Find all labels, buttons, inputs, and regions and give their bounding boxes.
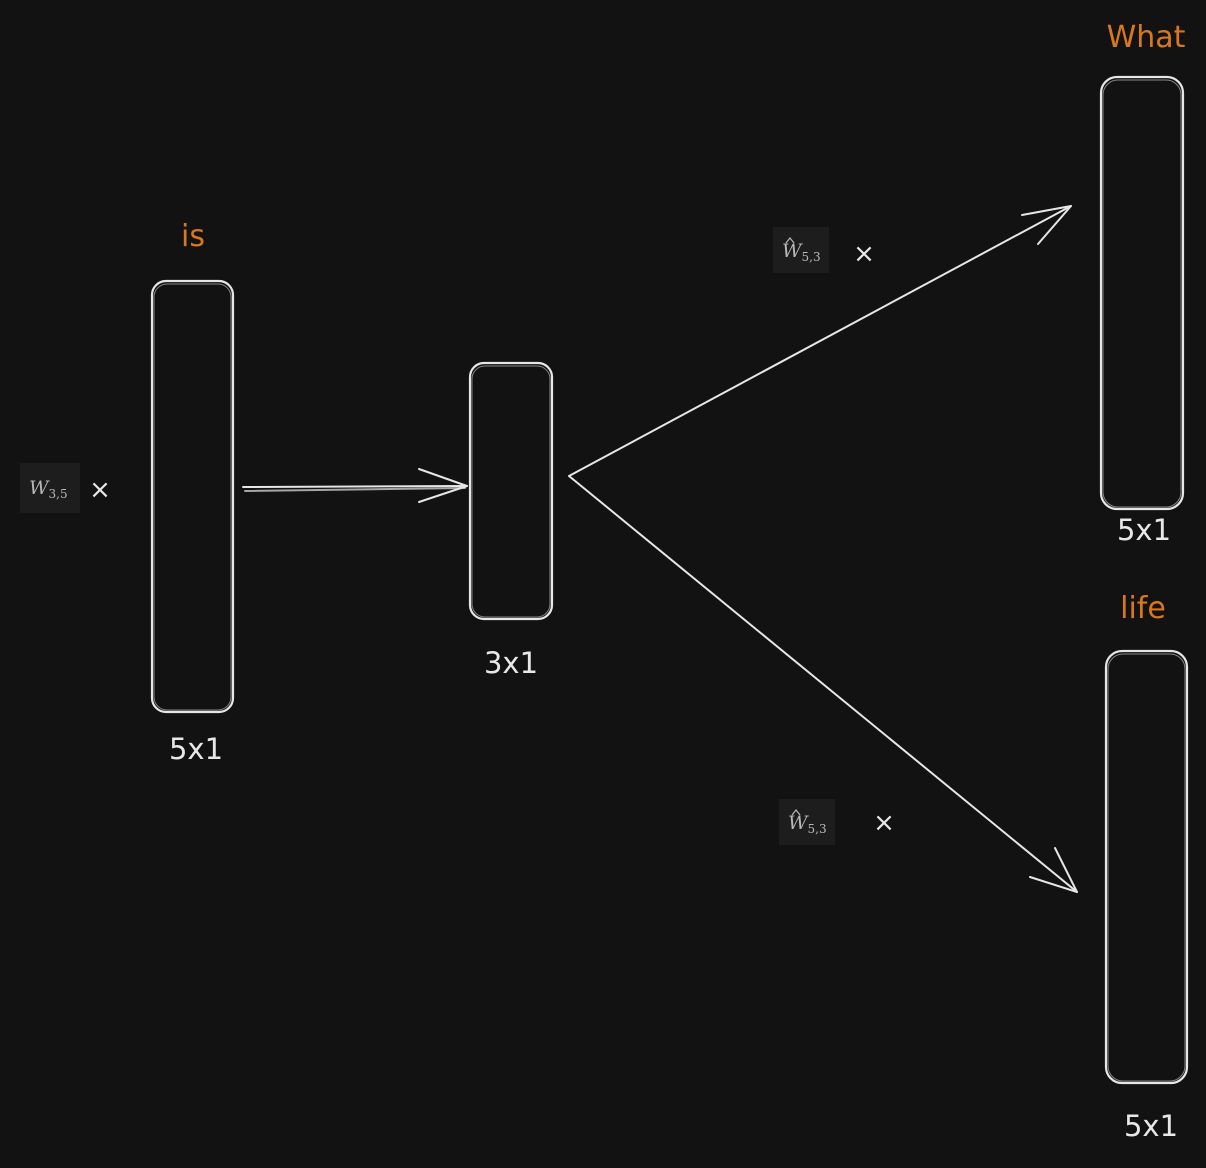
arrow-hidden-to-top-head xyxy=(1021,205,1072,245)
input-vector-box-sketch xyxy=(153,283,232,711)
decoder-matrix-bottom-symbol: W5,3 xyxy=(788,812,827,836)
decoder-matrix-top-symbol: W5,3 xyxy=(782,240,821,264)
input-vector-box xyxy=(150,279,235,714)
output-vector-bottom-box-sketch xyxy=(1107,653,1186,1082)
arrow-input-to-hidden xyxy=(242,468,468,503)
arrow-input-to-hidden-shaft-sketch xyxy=(244,487,466,492)
decoder-matrix-top-tile xyxy=(773,227,829,273)
encoder-matrix-tile xyxy=(20,463,80,513)
output-vector-top-box xyxy=(1099,75,1185,511)
input-dimension-label: 5x1 xyxy=(169,732,223,766)
decoder-matrix-top: W5,3 × xyxy=(773,227,875,273)
decoder-matrix-top-letter: W xyxy=(782,240,803,262)
output-vector-bottom: life 5x1 xyxy=(1104,591,1189,1143)
output-vector-bottom-box xyxy=(1104,649,1189,1085)
output-top-dimension-label: 5x1 xyxy=(1117,513,1171,547)
decoder-matrix-bottom-letter: W xyxy=(788,812,809,834)
encoder-multiply-operator: × xyxy=(89,475,111,505)
arrow-hidden-to-top-shaft xyxy=(568,205,1072,477)
decoder-matrix-bottom: W5,3 × xyxy=(779,799,895,845)
encoder-matrix: W3,5 × xyxy=(20,463,111,513)
arrow-input-to-hidden-shaft xyxy=(242,485,468,488)
output-vector-top: What 5x1 xyxy=(1099,20,1186,547)
hidden-vector-box-sketch xyxy=(471,365,551,618)
arrow-input-to-hidden-head xyxy=(418,468,468,503)
hidden-dimension-label: 3x1 xyxy=(484,646,538,680)
arrow-hidden-to-bottom-head xyxy=(1029,847,1078,893)
encoder-matrix-letter: W xyxy=(29,477,50,499)
hidden-vector-box xyxy=(468,361,554,621)
output-bottom-word-label: life xyxy=(1120,591,1166,626)
decoder-bottom-multiply-operator: × xyxy=(873,808,895,838)
input-vector: is 5x1 xyxy=(150,219,235,766)
input-word-label: is xyxy=(181,219,205,254)
decoder-matrix-bottom-tile xyxy=(779,799,835,845)
output-vector-top-box-sketch xyxy=(1102,79,1182,508)
output-top-word-label: What xyxy=(1107,20,1186,55)
output-bottom-dimension-label: 5x1 xyxy=(1124,1109,1178,1143)
decoder-matrix-bottom-subscript: 5,3 xyxy=(808,822,827,836)
arrow-hidden-to-top xyxy=(568,205,1072,477)
arrow-hidden-to-bottom-shaft xyxy=(568,475,1078,893)
decoder-top-multiply-operator: × xyxy=(853,239,875,269)
arrow-hidden-to-bottom xyxy=(568,475,1078,893)
hidden-vector: 3x1 xyxy=(468,361,554,680)
decoder-matrix-top-subscript: 5,3 xyxy=(802,250,821,264)
encoder-matrix-subscript: 3,5 xyxy=(49,487,68,501)
decoder-matrix-top-hat xyxy=(785,237,795,244)
decoder-matrix-bottom-hat xyxy=(791,809,801,816)
encoder-matrix-symbol: W3,5 xyxy=(29,477,68,501)
